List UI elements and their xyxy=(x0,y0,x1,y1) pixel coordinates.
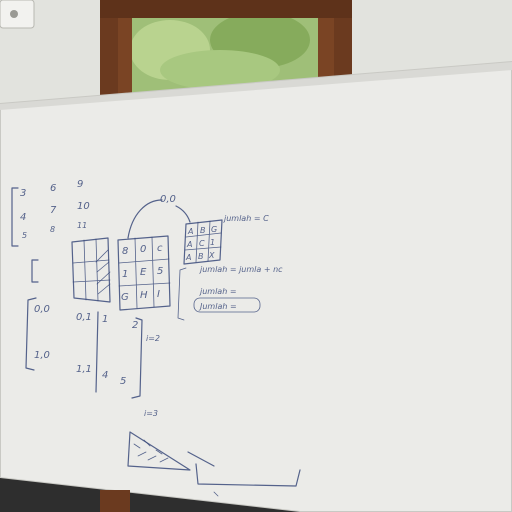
arrow-label: 0,0 xyxy=(160,194,176,205)
grid-cell: B xyxy=(198,252,204,261)
hatched-triangle xyxy=(127,431,215,471)
grid-cell: 8 xyxy=(122,246,128,257)
coord-11: 1,1 xyxy=(76,364,92,375)
note-jumlah-eq: jumlah = jumla + nc xyxy=(199,265,283,274)
grid-cell: 1 xyxy=(122,269,128,280)
board-tray xyxy=(0,478,300,512)
matrix-cell: 7 xyxy=(50,205,57,216)
grid-cell: H xyxy=(140,290,148,301)
matrix-cell: 6 xyxy=(50,183,56,194)
grid-cell: G xyxy=(211,225,217,234)
matrix-left-bracket xyxy=(11,187,19,247)
grid-cell: X xyxy=(208,251,215,260)
grid-cell: A xyxy=(185,253,191,262)
letter-grid-middle: 8 0 c 1 E 5 G H I xyxy=(117,235,171,311)
grid-cell: A xyxy=(186,240,192,249)
coord-divider xyxy=(95,311,99,393)
matrix-cell: 3 xyxy=(20,188,26,199)
grid-cell: C xyxy=(199,239,205,248)
num-4: 4 xyxy=(102,370,108,381)
bottom-shape xyxy=(195,463,301,487)
grid-cell: G xyxy=(121,292,129,303)
whiteboard xyxy=(0,60,512,512)
coord-01: 0,1 xyxy=(76,312,92,323)
grid-cell: 5 xyxy=(157,266,163,277)
grid-cell: c xyxy=(157,243,163,254)
matrix-cell: 8 xyxy=(50,225,55,234)
bottom-tick xyxy=(213,491,219,497)
letter-grid-small: A B G A C 1 A B X xyxy=(183,219,223,265)
matrix-cell: 5 xyxy=(22,231,27,240)
grid-cell: A xyxy=(187,227,193,236)
coord-10: 1,0 xyxy=(34,350,50,361)
window-bottom-frame xyxy=(100,490,130,512)
i-eq-2: i=2 xyxy=(146,334,160,343)
num-1: 1 xyxy=(102,314,108,325)
wall-socket xyxy=(0,0,35,29)
i-eq-3: i=3 xyxy=(144,409,158,418)
matrix-cell: 9 xyxy=(77,179,83,190)
coord-bracket xyxy=(25,297,37,371)
right-bracket xyxy=(131,317,143,399)
hatched-grid xyxy=(71,237,111,303)
stray-bracket xyxy=(31,259,39,283)
grid-cell: 0 xyxy=(140,244,146,255)
svg-text:Jumlah =: Jumlah = xyxy=(198,302,237,311)
boxed-jumlah: Jumlah = xyxy=(193,297,261,313)
matrix-cell: 10 xyxy=(77,201,90,212)
grid-cell: I xyxy=(157,289,160,300)
grid-cell: B xyxy=(200,226,206,235)
grid-cell: E xyxy=(140,267,147,278)
matrix-cell: 11 xyxy=(77,221,87,230)
num-5: 5 xyxy=(120,376,126,387)
note-jumlah-b: jumlah = xyxy=(199,287,237,296)
note-jumlah-c: jumlah = C xyxy=(223,214,269,223)
num-2: 2 xyxy=(132,320,138,331)
arc-arrow xyxy=(127,199,191,239)
matrix-cell: 4 xyxy=(20,212,26,223)
coord-00: 0,0 xyxy=(34,304,50,315)
note-bracket xyxy=(177,267,187,321)
grid-cell: 1 xyxy=(210,238,215,247)
matrix-left: 3 6 9 4 7 10 5 8 11 xyxy=(20,179,90,240)
